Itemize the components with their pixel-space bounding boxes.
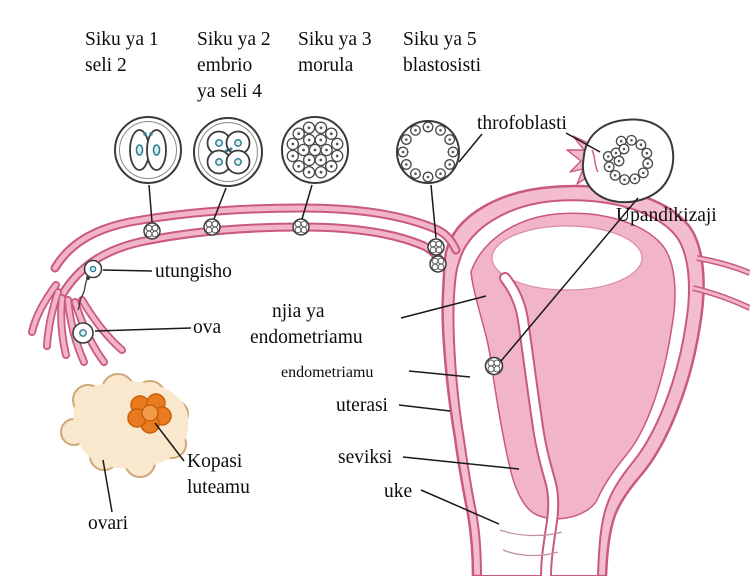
leader-corpus-luteum [154, 422, 185, 462]
label-uterus: uterasi [336, 393, 388, 419]
label-cervix: seviksi [338, 445, 392, 471]
leader-vagina [420, 489, 500, 525]
label-corpus-luteum: Kopasi luteamu [187, 449, 250, 501]
label-day2: Siku ya 2 embrio ya seli 4 [197, 27, 271, 105]
label-ovary-text: ovari [88, 513, 129, 534]
uterine-canal [499, 272, 560, 576]
label-ova: ova [193, 315, 221, 341]
label-vagina: uke [384, 479, 412, 505]
implanted-embryo [484, 356, 504, 376]
label-day2-line1: Siku ya 2 [197, 29, 271, 50]
leader-day1 [148, 184, 153, 223]
leader-fertilization [102, 269, 153, 272]
leader-trophoblast-right [565, 132, 601, 153]
label-day5-line2: blastosisti [403, 55, 482, 76]
label-corpus-luteum-line2: luteamu [187, 477, 250, 498]
label-day2-line3: ya seli 4 [197, 81, 262, 102]
leader-uterus [398, 404, 451, 412]
leader-ovary [102, 459, 113, 513]
leader-ova [94, 327, 192, 332]
ovum-fertilization [77, 259, 103, 311]
leader-trophoblast-left [458, 133, 483, 163]
fundus-cavity [491, 225, 643, 291]
two-cell-stage [114, 116, 182, 184]
label-ovary: ovari [88, 511, 128, 537]
label-endometrium: endometriamu [281, 360, 373, 386]
label-endometrium-path-line2: endometriamu [250, 327, 363, 348]
morula-stage [281, 116, 349, 184]
label-day3: Siku ya 3 morula [298, 27, 372, 79]
leader-day3 [301, 184, 313, 220]
label-trophoblast-text: throfoblasti [477, 113, 567, 134]
sperm-icon [77, 276, 89, 311]
corpus-luteum [127, 393, 172, 434]
fimbriae [28, 281, 126, 366]
uterus [441, 184, 705, 576]
ovum [72, 322, 94, 344]
leader-implantation [500, 197, 639, 362]
label-uterus-text: uterasi [336, 395, 388, 416]
leader-endometrium-path [400, 295, 487, 319]
ovary [60, 373, 189, 478]
label-ova-text: ova [193, 317, 222, 338]
label-cervix-text: seviksi [338, 447, 393, 468]
label-day5: Siku ya 5 blastosisti [403, 27, 481, 79]
label-endometrium-path-line1: njia ya [272, 301, 325, 322]
leader-cervix [402, 456, 520, 470]
label-day1-line1: Siku ya 1 [85, 29, 159, 50]
label-implantation-text: Upandikizaji [616, 205, 717, 226]
label-endometrium-text: endometriamu [281, 364, 374, 381]
label-day3-line2: morula [298, 55, 354, 76]
leader-day5 [430, 184, 437, 239]
label-day1: Siku ya 1 seli 2 [85, 27, 159, 79]
right-fallopian-tube [692, 255, 750, 311]
leader-day2 [213, 187, 227, 220]
label-day5-line1: Siku ya 5 [403, 29, 477, 50]
label-vagina-text: uke [384, 481, 413, 502]
label-day3-line1: Siku ya 3 [298, 29, 372, 50]
leader-lines [94, 132, 639, 525]
label-endometrium-path: njia ya endometriamu [250, 299, 363, 351]
label-fertilization: utungisho [155, 259, 232, 285]
blastocyst-stage [396, 120, 460, 184]
label-day2-line2: embrio [197, 55, 253, 76]
fallopian-tube [50, 203, 461, 307]
label-implantation: Upandikizaji [616, 203, 717, 229]
vaginal-rugae [499, 529, 563, 557]
label-corpus-luteum-line1: Kopasi [187, 451, 243, 472]
four-cell-stage [193, 117, 263, 187]
label-day1-line2: seli 2 [85, 55, 127, 76]
label-trophoblast: throfoblasti [477, 111, 567, 137]
implanting-blastocyst [566, 118, 675, 204]
leader-endometrium [408, 370, 471, 378]
label-fertilization-text: utungisho [155, 261, 232, 282]
